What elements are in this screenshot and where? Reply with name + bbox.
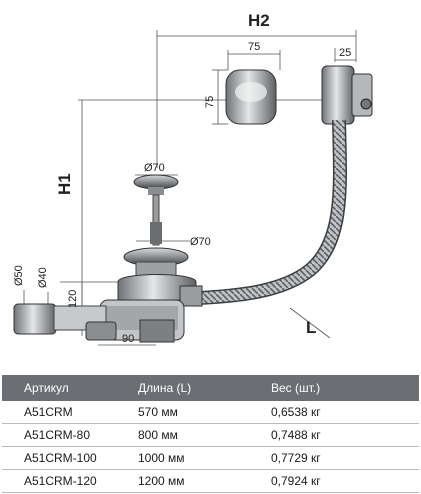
table-row: A51CRM 570 мм 0,6538 кг bbox=[2, 401, 419, 424]
overflow-cap bbox=[225, 69, 277, 125]
cell-length: 800 мм bbox=[138, 428, 178, 442]
outlet-pipe bbox=[13, 303, 117, 341]
spec-table: Артикул Длина (L) Вес (шт.) A51CRM 570 м… bbox=[2, 375, 419, 493]
cell-sku: A51CRM-100 bbox=[24, 451, 97, 465]
width-90-label: 90 bbox=[122, 333, 134, 345]
corrugated-hose bbox=[199, 119, 347, 305]
height-75-label: 75 bbox=[204, 96, 216, 108]
body-diameter-label: Ø70 bbox=[190, 236, 211, 248]
length-label: L bbox=[306, 318, 316, 337]
overflow-head bbox=[321, 65, 373, 125]
diameter-40-label: Ø40 bbox=[37, 267, 49, 288]
h1-label: H1 bbox=[55, 173, 74, 195]
cell-weight: 0,7488 кг bbox=[271, 428, 321, 442]
drain-stopper bbox=[133, 174, 179, 246]
cell-sku: A51CRM-120 bbox=[24, 474, 97, 488]
height-120-label: 120 bbox=[67, 290, 79, 308]
technical-drawing: H2 H1 L 75 75 25 Ø70 Ø70 Ø50 Ø40 120 90 bbox=[13, 11, 373, 346]
cell-weight: 0,7924 кг bbox=[271, 474, 321, 488]
cell-length: 570 мм bbox=[138, 405, 178, 419]
cell-length: 1000 мм bbox=[138, 451, 185, 465]
table-header: Артикул Длина (L) Вес (шт.) bbox=[2, 375, 419, 401]
header-sku: Артикул bbox=[24, 381, 69, 395]
h2-label: H2 bbox=[248, 11, 270, 30]
header-length: Длина (L) bbox=[138, 381, 192, 395]
width-75-label: 75 bbox=[248, 41, 260, 53]
header-weight: Вес (шт.) bbox=[271, 381, 321, 395]
cell-length: 1200 мм bbox=[138, 474, 185, 488]
cell-weight: 0,7729 кг bbox=[271, 451, 321, 465]
table-row: A51CRM-120 1200 мм 0,7924 кг bbox=[2, 470, 419, 493]
cell-sku: A51CRM-80 bbox=[24, 428, 91, 442]
depth-25-label: 25 bbox=[339, 47, 351, 59]
cell-weight: 0,6538 кг bbox=[271, 405, 321, 419]
diameter-50-label: Ø50 bbox=[13, 265, 25, 286]
table-row: A51CRM-100 1000 мм 0,7729 кг bbox=[2, 447, 419, 470]
cell-sku: A51CRM bbox=[24, 405, 73, 419]
cap-diameter-label: Ø70 bbox=[144, 162, 165, 174]
table-row: A51CRM-80 800 мм 0,7488 кг bbox=[2, 424, 419, 447]
drain-body bbox=[99, 247, 203, 343]
